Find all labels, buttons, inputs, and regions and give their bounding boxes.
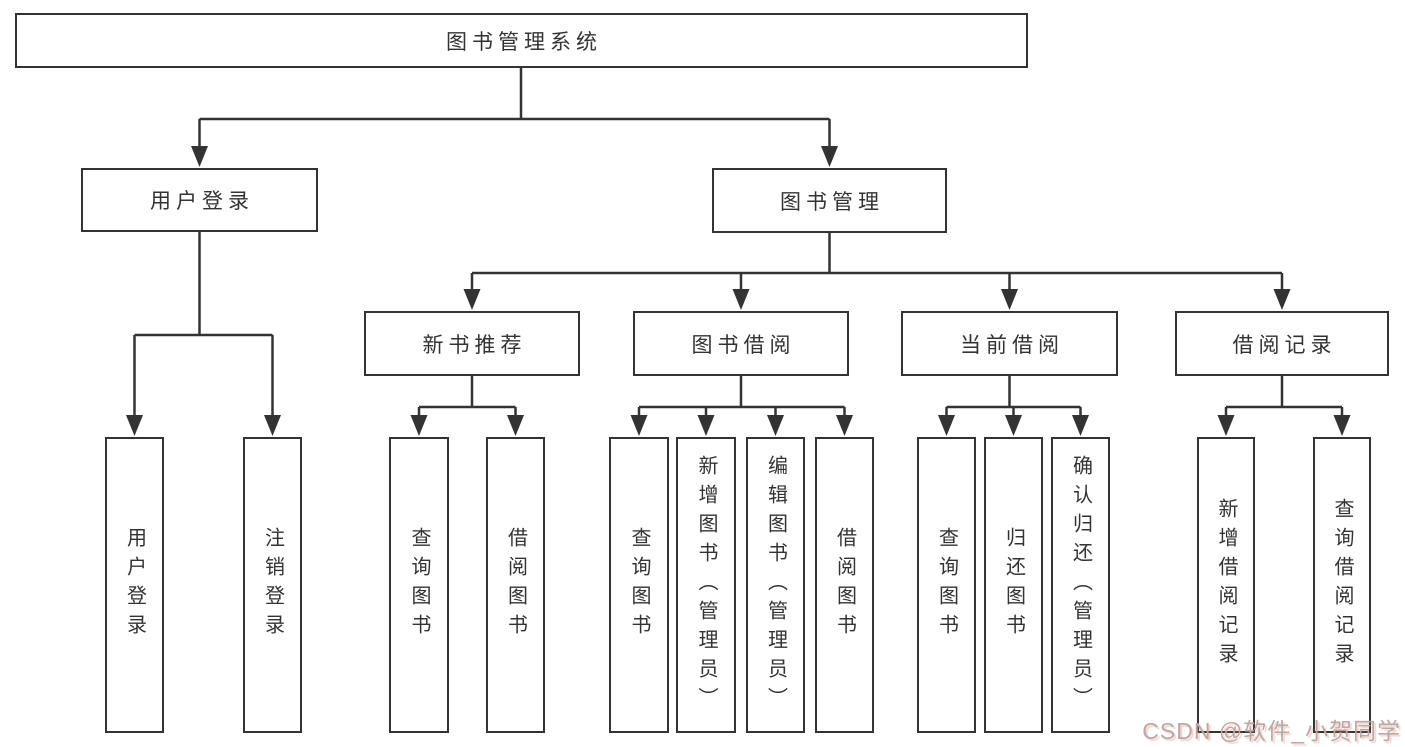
connector-book-borrow-children xyxy=(630,376,853,436)
leaf-borrow-books: 借阅图书 xyxy=(815,437,874,733)
leaf-query-books-recommend-label: 查询图书 xyxy=(408,527,430,643)
csdn-watermark: CSDN @软件_小贺同学 xyxy=(1142,718,1401,744)
leaf-query-borrow-record-label: 查询借阅记录 xyxy=(1331,498,1353,672)
leaf-logout-login: 注销登录 xyxy=(243,437,302,733)
leaf-borrow-books-recommend: 借阅图书 xyxy=(486,437,545,733)
leaf-query-books-borrow-label: 查询图书 xyxy=(628,527,650,643)
node-book-borrow-label: 图书借阅 xyxy=(691,333,796,357)
leaf-borrow-books-recommend-label: 借阅图书 xyxy=(504,527,527,643)
leaf-confirm-return-admin: 确认归还（管理员） xyxy=(1051,437,1110,733)
connector-borrow-records-children xyxy=(1217,376,1351,436)
node-library-system-label: 图书管理系统 xyxy=(446,30,602,54)
leaf-add-books-admin: 新增图书（管理员） xyxy=(676,437,736,733)
leaf-logout-login-label: 注销登录 xyxy=(261,527,284,643)
leaf-query-borrow-record: 查询借阅记录 xyxy=(1313,437,1371,733)
connector-root-to-level2 xyxy=(191,68,838,167)
leaf-add-borrow-record-label: 新增借阅记录 xyxy=(1215,498,1237,672)
leaf-add-borrow-record: 新增借阅记录 xyxy=(1197,437,1255,733)
node-book-borrow: 图书借阅 xyxy=(633,311,849,376)
node-book-management: 图书管理 xyxy=(712,168,947,233)
leaf-user-login: 用户登录 xyxy=(105,437,164,733)
node-book-management-label: 图书管理 xyxy=(780,190,884,214)
node-borrow-records-label: 借阅记录 xyxy=(1232,333,1337,357)
leaf-edit-books-admin: 编辑图书（管理员） xyxy=(746,437,805,733)
leaf-query-books-recommend: 查询图书 xyxy=(389,437,449,733)
connector-user-login-children xyxy=(126,232,281,436)
leaf-add-books-admin-label: 新增图书（管理员） xyxy=(695,454,717,716)
leaf-query-books-current: 查询图书 xyxy=(917,437,976,733)
node-new-book-recommend: 新书推荐 xyxy=(364,311,580,376)
node-current-borrow-label: 当前借阅 xyxy=(960,333,1064,357)
leaf-confirm-return-admin-label: 确认归还（管理员） xyxy=(1069,454,1092,716)
node-user-login-label: 用户登录 xyxy=(150,190,254,213)
node-borrow-records: 借阅记录 xyxy=(1175,311,1389,376)
node-new-book-recommend-label: 新书推荐 xyxy=(422,333,527,357)
node-current-borrow: 当前借阅 xyxy=(901,311,1118,376)
leaf-return-books-label: 归还图书 xyxy=(1002,527,1025,643)
node-user-login: 用户登录 xyxy=(81,168,318,232)
leaf-query-books-current-label: 查询图书 xyxy=(935,527,958,643)
leaf-edit-books-admin-label: 编辑图书（管理员） xyxy=(764,454,787,716)
leaf-return-books: 归还图书 xyxy=(984,437,1043,733)
node-library-system: 图书管理系统 xyxy=(15,13,1028,68)
connector-current-borrow-children xyxy=(938,376,1089,436)
connector-book-management-children xyxy=(463,233,1291,310)
connector-new-book-children xyxy=(410,376,524,436)
leaf-borrow-books-label: 借阅图书 xyxy=(833,527,856,643)
leaf-user-login-label: 用户登录 xyxy=(123,527,146,643)
leaf-query-books-borrow: 查询图书 xyxy=(609,437,669,733)
